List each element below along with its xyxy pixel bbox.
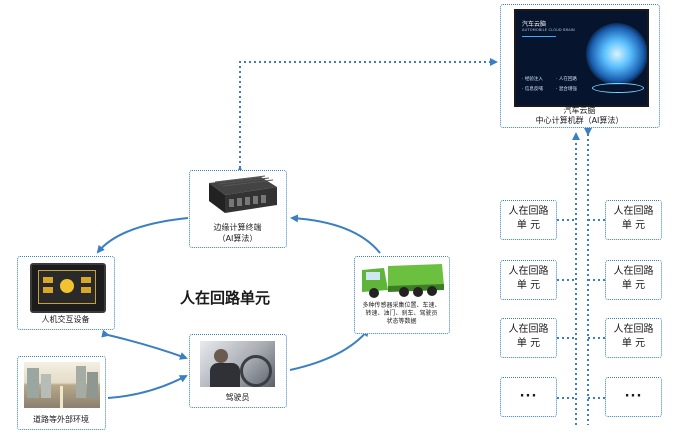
hitl-unit: 人在回路 单 元 <box>605 200 662 240</box>
hmi-box: 人机交互设备 <box>17 256 115 330</box>
cloud-screen-item: · 信息反哺 <box>522 87 543 92</box>
cloud-brain-box: 汽车云脑 AUTOMOBILE CLOUD BRAIN · 经验注入 · 人在回… <box>500 4 660 128</box>
brain-base <box>592 83 644 93</box>
driver-head <box>214 349 228 363</box>
hmi-screen <box>38 270 96 304</box>
edge-device-image <box>209 175 277 213</box>
edge-label-line2: （AI算法） <box>217 234 258 243</box>
driver-image <box>200 341 275 387</box>
hitl-unit: 人在回路 单 元 <box>500 260 557 300</box>
hitl-unit: 人在回路 单 元 <box>605 260 662 300</box>
cloud-screen-subtitle: AUTOMOBILE CLOUD BRAIN <box>522 28 575 32</box>
cloud-screen-title: 汽车云脑 <box>522 21 547 28</box>
cloud-screen: 汽车云脑 AUTOMOBILE CLOUD BRAIN · 经验注入 · 人在回… <box>514 9 649 107</box>
hmi-driver-arrow <box>101 329 188 360</box>
cloud-label-line2: 中心计算机群（AI算法） <box>535 116 624 125</box>
cloud-screen-item: · 经验注入 <box>522 77 543 82</box>
unit-connectors <box>557 219 605 399</box>
road-lane <box>60 386 63 408</box>
driver-to-truck-arrow <box>289 328 370 371</box>
hitl-unit-more: ··· <box>605 377 662 417</box>
hmi-tile <box>81 277 91 283</box>
screen-divider <box>522 36 556 37</box>
brain-glow <box>586 23 647 85</box>
cloud-screen-item: · 混合增强 <box>556 87 577 92</box>
driver-box: 驾驶员 <box>189 334 287 408</box>
road-box: 道路等外部环境 <box>17 356 106 430</box>
building <box>87 372 98 398</box>
truck-to-edge-arrow <box>290 214 381 254</box>
truck-image <box>362 264 444 298</box>
edge-to-hmi-arrow <box>96 217 189 254</box>
edge-label-line1: 边缘计算终端 <box>213 223 262 232</box>
hmi-device-image <box>30 263 106 313</box>
hitl-unit: 人在回路 单 元 <box>605 318 662 358</box>
cloud-label-line1: 汽车云脑 <box>563 106 596 115</box>
cloud-screen-item: · 人在回路 <box>556 77 577 82</box>
center-title: 人在回路单元 <box>180 289 271 307</box>
steering-wheel <box>240 355 272 387</box>
truck-label-line1: 多种传感器采集位置、车速、 <box>362 302 441 309</box>
truck-label-line3: 状态等数据 <box>386 318 417 325</box>
building <box>41 374 51 398</box>
hmi-center-icon <box>60 279 74 293</box>
truck-box: 多种传感器采集位置、车速、 转速、油门、刹车、驾驶员 状态等数据 <box>354 256 450 334</box>
driver-body <box>210 363 240 387</box>
building <box>76 366 86 398</box>
hmi-tile <box>43 277 53 283</box>
driver-label: 驾驶员 <box>225 393 250 402</box>
hitl-unit: 人在回路 单 元 <box>500 200 557 240</box>
hmi-tile <box>81 287 91 293</box>
building <box>27 368 39 398</box>
edge-cloud-link <box>236 58 498 174</box>
road-label: 道路等外部环境 <box>33 415 89 424</box>
hitl-unit-more: ··· <box>500 377 557 417</box>
hmi-tile <box>43 287 53 293</box>
hmi-label: 人机交互设备 <box>41 315 90 324</box>
edge-terminal-box: 边缘计算终端 （AI算法） <box>189 170 287 248</box>
hitl-unit: 人在回路 单 元 <box>500 318 557 358</box>
road-to-driver-arrow <box>107 375 188 399</box>
road-image <box>24 362 100 408</box>
truck-label-line2: 转速、油门、刹车、驾驶员 <box>365 310 438 317</box>
